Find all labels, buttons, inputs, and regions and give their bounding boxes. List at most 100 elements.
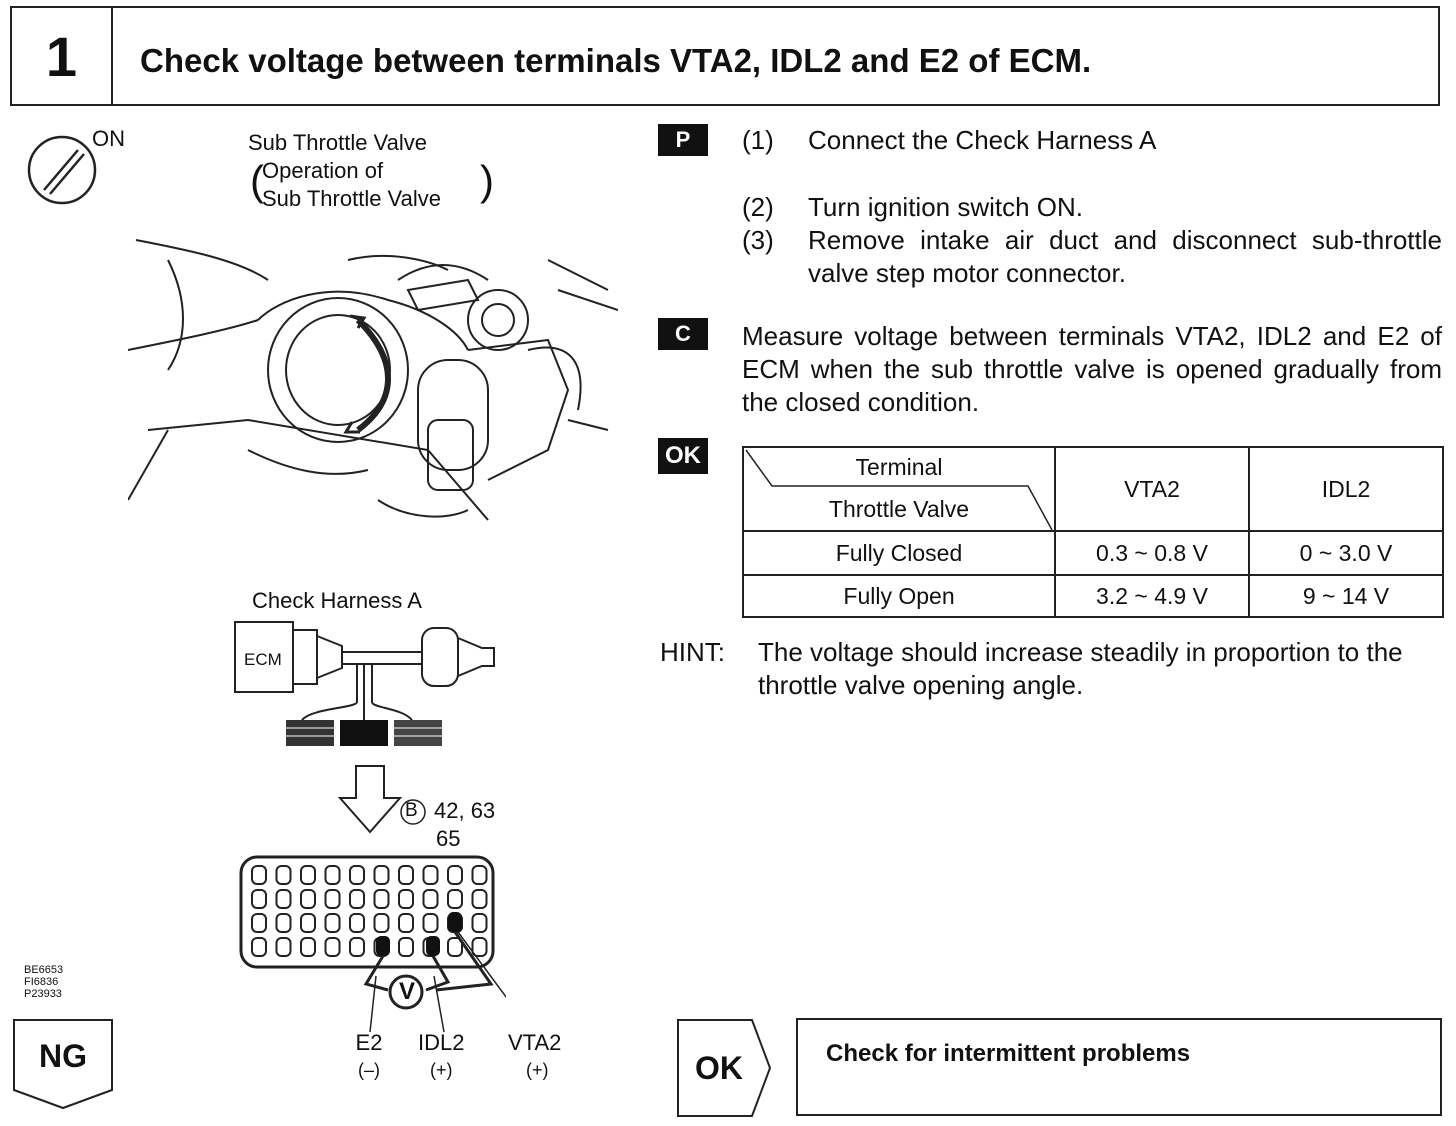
- row-idl2: 9 ~ 14 V: [1248, 574, 1444, 618]
- connector-b-circle-icon: [400, 799, 426, 825]
- row-vta2: 3.2 ~ 4.9 V: [1054, 574, 1250, 618]
- step-number: 1: [12, 8, 113, 104]
- connector-pin: [471, 889, 488, 909]
- terminal-e2: E2: [355, 1030, 383, 1055]
- row-idl2: 0 ~ 3.0 V: [1248, 530, 1444, 576]
- connector-pin: [300, 865, 316, 885]
- connector-pin: [324, 937, 341, 957]
- connector-pin: [251, 865, 267, 885]
- connector-pins-1: 42, 63: [434, 798, 496, 823]
- connector-pin: [398, 889, 414, 909]
- connector-pin: [471, 937, 488, 957]
- connector-pin: [447, 889, 463, 909]
- figure-code-2: FI6836: [24, 976, 59, 988]
- prep-steps: (1) Connect the Check Harness A (2) Turn…: [742, 124, 1442, 290]
- spec-corner-cell: Terminal Throttle Valve: [742, 446, 1056, 532]
- connector-pin: [300, 913, 316, 933]
- harness-label: Check Harness A: [252, 588, 422, 613]
- step-title: Check voltage between terminals VTA2, ID…: [140, 42, 1092, 79]
- connector-pin: [300, 889, 316, 909]
- col-header-idl2: IDL2: [1248, 446, 1444, 532]
- voltmeter-symbol: V: [399, 978, 416, 1005]
- sub-throttle-subtitle-2: Sub Throttle Valve: [262, 186, 441, 211]
- ignition-switch-icon: [27, 135, 97, 205]
- paren-right: ): [480, 157, 494, 204]
- down-arrow-icon: [338, 765, 402, 834]
- connector-pin: [300, 937, 316, 957]
- prep-step-2-num: (2): [742, 192, 774, 222]
- connector-pin: [251, 937, 267, 957]
- hint-label: HINT:: [660, 637, 725, 667]
- ok-result-text: Check for intermittent problems: [826, 1040, 1191, 1067]
- ng-flow-box: [13, 1019, 113, 1110]
- connector-pin: [398, 937, 414, 957]
- col-header-vta2: VTA2: [1054, 446, 1250, 532]
- sub-throttle-title: Sub Throttle Valve: [248, 130, 427, 155]
- connector-pin: [349, 913, 365, 933]
- connector-pin: [251, 889, 267, 909]
- connector-pin: [373, 865, 390, 885]
- connector-pin: [349, 937, 365, 957]
- connector-pin: [349, 889, 365, 909]
- throttle-body-illustration: [128, 239, 618, 521]
- prep-step-1-text: Connect the Check Harness A: [808, 125, 1157, 155]
- prep-step-3: (3) Remove intake air duct and disconnec…: [742, 224, 1442, 290]
- row-vta2: 0.3 ~ 0.8 V: [1054, 530, 1250, 576]
- connector-pin: [324, 889, 341, 909]
- connector-pin: [275, 937, 292, 957]
- corner-diagonal: [745, 449, 1053, 531]
- terminal-idl2-polarity: (+): [430, 1060, 453, 1080]
- connector-pin: [251, 913, 267, 933]
- ng-label: NG: [39, 1038, 87, 1074]
- check-text: Measure voltage between terminals VTA2, …: [742, 321, 1442, 417]
- table-row: Fully Closed 0.3 ~ 0.8 V 0 ~ 3.0 V: [742, 530, 1444, 576]
- connector-pin: [471, 865, 488, 885]
- ecm-connector-diagram: [239, 855, 506, 1033]
- connector-pin: [398, 913, 414, 933]
- connector-pin: [275, 889, 292, 909]
- ok-flow-label: OK: [695, 1050, 743, 1086]
- connector-pin: [349, 865, 365, 885]
- prep-step-1: (1) Connect the Check Harness A: [742, 124, 1442, 157]
- ignition-on-label: ON: [92, 126, 125, 151]
- prep-badge: P: [658, 124, 708, 156]
- connector-pin: [324, 913, 341, 933]
- connector-pin: [422, 889, 439, 909]
- connector-pin: [275, 865, 292, 885]
- paren-left: (: [250, 157, 264, 204]
- figure-code-3: P23933: [24, 988, 62, 1000]
- connector-pin: [373, 889, 390, 909]
- connector-pin: [275, 913, 292, 933]
- ecm-label: ECM: [244, 650, 282, 669]
- figure-code-1: BE6653: [24, 964, 64, 976]
- prep-step-1-num: (1): [742, 125, 774, 155]
- terminal-vta2: VTA2: [508, 1030, 562, 1055]
- ok-result-box: Check for intermittent problems: [796, 1018, 1442, 1116]
- check-harness-diagram: [234, 621, 495, 746]
- connector-pin: [422, 913, 439, 933]
- connector-pin: [422, 865, 439, 885]
- check-badge: C: [658, 318, 708, 350]
- table-row: Fully Open 3.2 ~ 4.9 V 9 ~ 14 V: [742, 574, 1444, 618]
- ok-badge: OK: [658, 438, 708, 474]
- terminal-e2-polarity: (–): [358, 1060, 380, 1080]
- prep-step-2-text: Turn ignition switch ON.: [808, 192, 1084, 222]
- corner-bottom-label: Throttle Valve: [828, 496, 970, 522]
- connector-pins-2: 65: [436, 826, 461, 851]
- sub-throttle-subtitle-1: Operation of: [262, 158, 384, 183]
- prep-step-3-text: Remove intake air duct and disconnect su…: [808, 225, 1442, 288]
- connector-pin: [398, 865, 414, 885]
- ok-flow-box: [677, 1019, 772, 1117]
- prep-step-3-num: (3): [742, 225, 774, 255]
- connector-pin: [447, 937, 463, 957]
- row-condition: Fully Open: [742, 574, 1056, 618]
- row-condition: Fully Closed: [742, 530, 1056, 576]
- connector-pin: [324, 865, 341, 885]
- hint-text: The voltage should increase steadily in …: [758, 637, 1403, 700]
- connector-pin: [447, 865, 463, 885]
- connector-pin: [373, 913, 390, 933]
- step-header: 1 Check voltage between terminals VTA2, …: [10, 6, 1440, 106]
- connector-pin: [471, 913, 488, 933]
- terminal-vta2-polarity: (+): [526, 1060, 549, 1080]
- terminal-idl2: IDL2: [418, 1030, 465, 1055]
